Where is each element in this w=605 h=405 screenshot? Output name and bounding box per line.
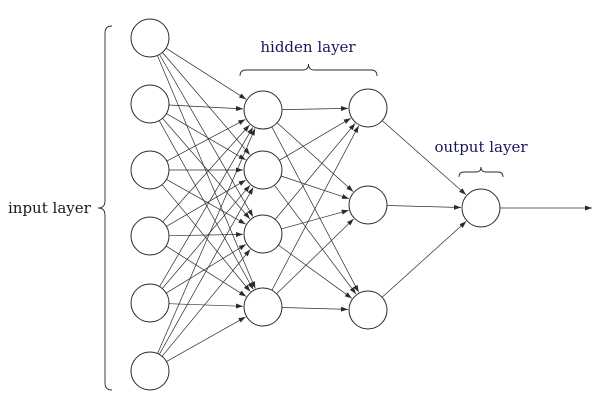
connection-edge: [166, 244, 247, 294]
hidden-layer-2-node: [348, 88, 388, 128]
connection-edge: [161, 184, 251, 292]
hidden-layer-1-node: [243, 287, 283, 327]
input-layer-node: [130, 84, 170, 124]
connection-edge: [165, 47, 247, 100]
connection-edge: [162, 124, 250, 223]
hidden-layer-2-node: [348, 290, 388, 330]
connection-edge: [158, 120, 254, 290]
connection-edge: [166, 113, 246, 161]
connection-edge: [274, 123, 356, 220]
hidden-layer-1-node: [243, 150, 283, 190]
connection-edge: [381, 120, 467, 195]
hidden-layer-label: hidden layer: [260, 38, 356, 56]
input-layer-label: input layer: [8, 199, 92, 217]
braces-group: [97, 25, 504, 391]
connection-edge: [158, 187, 254, 355]
connection-edge: [168, 232, 244, 238]
input-layer-node: [130, 18, 170, 58]
connection-edge: [162, 184, 251, 289]
connection-edge: [276, 218, 354, 295]
nodes-group: [130, 18, 501, 391]
connection-edge: [166, 179, 246, 225]
connection-edge: [278, 244, 353, 299]
hidden-layer-1-node: [243, 90, 283, 130]
input-layer-node: [130, 351, 170, 391]
connection-edge: [276, 122, 354, 192]
connection-edge: [280, 175, 350, 200]
connection-edge: [381, 221, 467, 298]
output-layer-node: [461, 188, 501, 228]
connection-edge: [281, 306, 349, 312]
output-layer-brace: [458, 166, 504, 178]
hidden-layer-brace: [239, 63, 378, 77]
input-layer-node: [130, 283, 170, 323]
input-layer-node: [130, 150, 170, 190]
connection-edge: [166, 119, 246, 162]
connection-edge: [162, 52, 251, 156]
hidden-layer-2-node: [348, 185, 388, 225]
connection-edge: [157, 128, 256, 354]
connection-edge: [168, 303, 244, 309]
connection-edge: [157, 55, 256, 289]
connection-edge: [166, 316, 246, 362]
connection-edge: [281, 106, 349, 112]
connection-edge: [274, 184, 357, 295]
connection-edge: [162, 118, 251, 220]
edges-group: [157, 47, 592, 362]
connection-edge: [271, 126, 360, 293]
output-layer-label: output layer: [434, 138, 528, 156]
input-layer-brace: [97, 25, 113, 391]
connection-edge: [166, 179, 246, 227]
connection-edge: [281, 209, 349, 230]
connection-edge: [161, 249, 251, 357]
input-layer-node: [130, 216, 170, 256]
connection-edge: [159, 127, 254, 287]
connection-edge: [386, 204, 462, 210]
hidden-layer-1-node: [243, 214, 283, 254]
connection-edge: [159, 54, 254, 217]
connection-edge: [168, 104, 244, 112]
connection-edge: [279, 117, 351, 161]
connection-edge: [271, 125, 360, 291]
